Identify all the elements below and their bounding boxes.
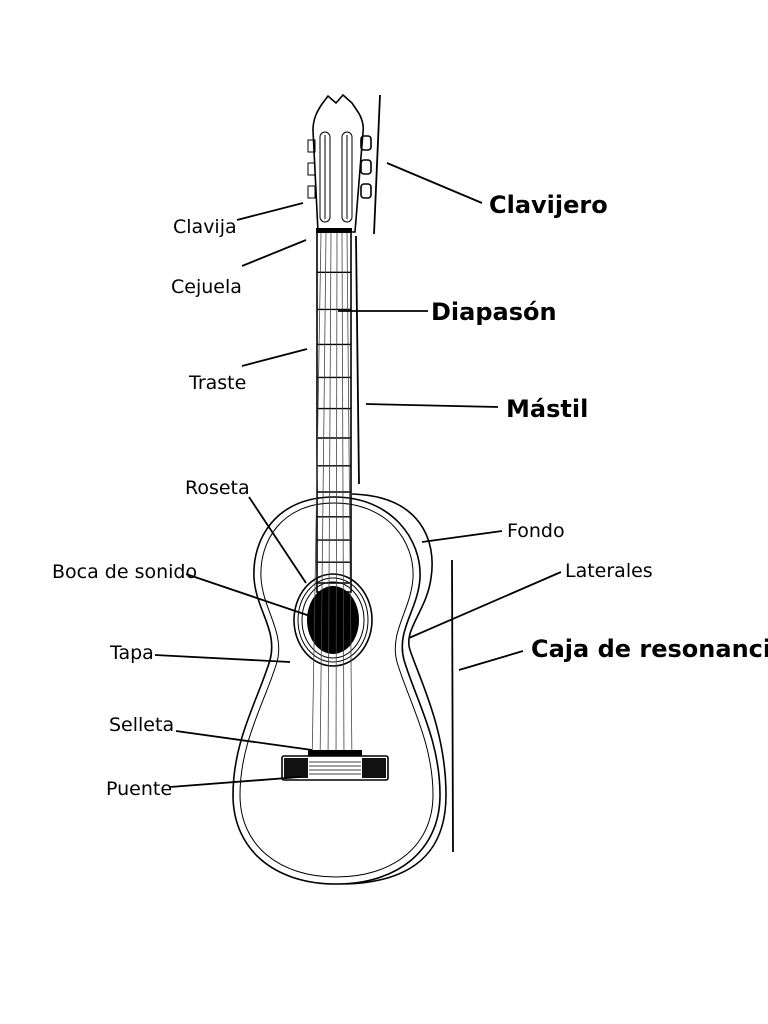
headstock-slot-left xyxy=(319,131,331,223)
bracket-mastil xyxy=(355,235,360,485)
guitar-side xyxy=(345,493,447,885)
label-caja-de-resonancia: Caja de resonancia xyxy=(531,635,768,663)
label-diapason: Diapasón xyxy=(431,298,557,326)
strings xyxy=(311,232,353,767)
saddle xyxy=(308,750,362,756)
label-puente: Puente xyxy=(106,778,172,800)
guitar-body-outline xyxy=(232,496,441,885)
bridge-tie-block xyxy=(309,761,361,775)
label-mastil: Mástil xyxy=(506,395,588,423)
label-roseta: Roseta xyxy=(185,477,250,499)
label-tapa: Tapa xyxy=(109,642,154,664)
label-laterales: Laterales xyxy=(565,560,653,582)
bracket-clavijero xyxy=(373,94,381,235)
label-cejuela: Cejuela xyxy=(171,276,242,298)
label-boca-de-sonido: Boca de sonido xyxy=(52,561,197,583)
rosette xyxy=(293,573,373,667)
label-clavija: Clavija xyxy=(173,216,237,238)
leader-lines xyxy=(154,162,562,788)
section-brackets xyxy=(355,94,454,853)
guitar-drawing xyxy=(232,93,447,885)
label-traste: Traste xyxy=(188,372,246,394)
label-clavijero: Clavijero xyxy=(489,191,608,219)
nut xyxy=(316,228,352,233)
label-fondo: Fondo xyxy=(507,520,565,542)
labels: Clavija Cejuela Traste Roseta Boca de so… xyxy=(52,191,768,800)
headstock-slot-right xyxy=(341,131,353,223)
headstock xyxy=(312,93,365,233)
frets xyxy=(317,271,351,584)
guitar-body-binding xyxy=(239,502,434,878)
tuning-pegs xyxy=(307,135,372,199)
bracket-caja xyxy=(451,559,454,853)
bridge xyxy=(281,750,389,781)
sound-hole xyxy=(307,586,359,654)
label-selleta: Selleta xyxy=(109,714,174,736)
fingerboard xyxy=(316,231,352,593)
